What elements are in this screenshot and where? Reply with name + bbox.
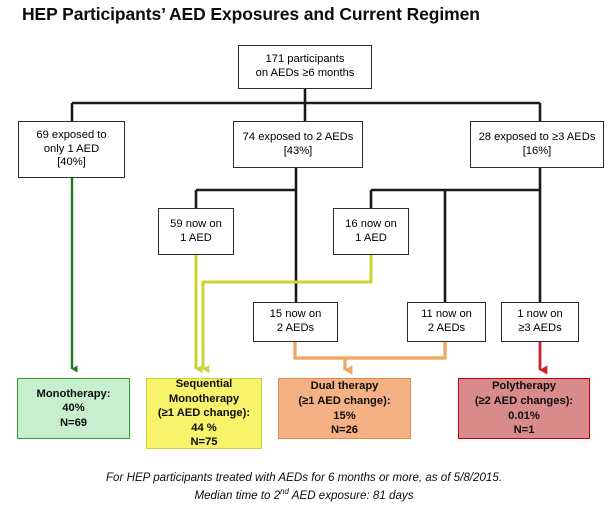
node-59-line-1: 59 now on [170, 217, 222, 230]
footer-line-1: For HEP participants treated with AEDs f… [105, 471, 503, 484]
outcome-dual-line-2: (≥1 AED change): [298, 394, 391, 407]
page-title: HEP Participants’ AED Exposures and Curr… [22, 4, 480, 24]
outcome-dual-line-1: Dual therapy [310, 380, 379, 393]
outcome-poly-line-1: Polytherapy [491, 380, 557, 393]
outcome-sequential-line-3: (≥1 AED change): [157, 407, 251, 420]
node-1-line-1: 1 now on [517, 308, 563, 321]
footer-line-2-post: AED exposure: 81 days [288, 489, 414, 503]
arrow-dual-therapy [293, 342, 447, 375]
outcome-sequential-line-1: Sequential [175, 378, 233, 391]
outcome-sequential-line-4: 44 % [191, 421, 217, 434]
node-exposed-2-aeds: 74 exposed to 2 AEDs [43%] [233, 121, 363, 168]
outcome-dual-line-3: 15% [333, 409, 356, 422]
node-59-now-on-1-aed: 59 now on 1 AED [158, 208, 234, 255]
outcome-polytherapy: Polytherapy (≥2 AED changes): 0.01% N=1 [458, 378, 590, 439]
node-exposed-3plus-aeds: 28 exposed to ≥3 AEDs [16%] [470, 121, 604, 168]
node-11-now-on-2-aeds: 11 now on 2 AEDs [407, 302, 486, 342]
node-exposed-1-line-2: only 1 AED [43, 142, 100, 155]
outcome-dual-therapy: Dual therapy (≥1 AED change): 15% N=26 [278, 378, 411, 439]
outcome-sequential-line-5: N=75 [190, 436, 218, 449]
node-59-line-2: 1 AED [180, 231, 212, 244]
node-15-now-on-2-aeds: 15 now on 2 AEDs [253, 302, 338, 342]
black-connectors [70, 89, 542, 302]
node-11-line-2: 2 AEDs [427, 322, 466, 334]
footer-line-2: Median time to 2nd AED exposure: 81 days [0, 486, 608, 504]
outcome-poly-line-3: 0.01% [508, 409, 540, 422]
outcome-sequential-monotherapy: Sequential Monotherapy (≥1 AED change): … [146, 378, 262, 449]
node-exposed-3plus-line-1: 28 exposed to ≥3 AEDs [478, 130, 596, 143]
footer-line-2-pre: Median time to 2 [194, 489, 281, 503]
node-root-line-2: on AEDs ≥6 months [255, 67, 355, 79]
outcome-monotherapy-line-3: N=69 [59, 416, 88, 429]
outcome-monotherapy-line-2: 40% [62, 402, 85, 415]
outcome-monotherapy-line-1: Monotherapy: [36, 387, 111, 400]
node-16-line-2: 1 AED [355, 231, 387, 244]
node-root: 171 participants on AEDs ≥6 months [238, 45, 372, 89]
node-11-line-1: 11 now on [421, 308, 472, 321]
outcome-sequential-line-2: Monotherapy [168, 392, 240, 405]
outcome-monotherapy: Monotherapy: 40% N=69 [17, 378, 130, 439]
node-exposed-1-aed: 69 exposed to only 1 AED [40%] [18, 121, 125, 178]
outcome-dual-line-4: N=26 [330, 424, 359, 437]
node-exposed-1-line-3: [40%] [57, 156, 86, 169]
node-1-now-on-3plus-aeds: 1 now on ≥3 AEDs [501, 302, 579, 342]
arrow-sequential-from-16 [201, 255, 373, 373]
node-root-line-1: 171 participants [265, 53, 345, 66]
outcome-poly-line-2: (≥2 AED changes): [474, 394, 574, 407]
node-16-line-1: 16 now on [345, 217, 397, 230]
node-16-now-on-1-aed: 16 now on 1 AED [333, 208, 409, 255]
node-exposed-3plus-line-2: [16%] [522, 144, 552, 157]
node-15-line-1: 15 now on [269, 308, 322, 321]
node-exposed-2-line-2: [43%] [283, 144, 313, 157]
node-1-line-2: ≥3 AEDs [518, 322, 562, 334]
footer-line-2-ordinal: nd [280, 487, 289, 497]
node-exposed-2-line-1: 74 exposed to 2 AEDs [242, 130, 354, 143]
node-15-line-2: 2 AEDs [276, 322, 315, 334]
footer-note: For HEP participants treated with AEDs f… [0, 470, 608, 505]
node-exposed-1-line-1: 69 exposed to [36, 128, 107, 141]
outcome-poly-line-4: N=1 [513, 424, 535, 437]
